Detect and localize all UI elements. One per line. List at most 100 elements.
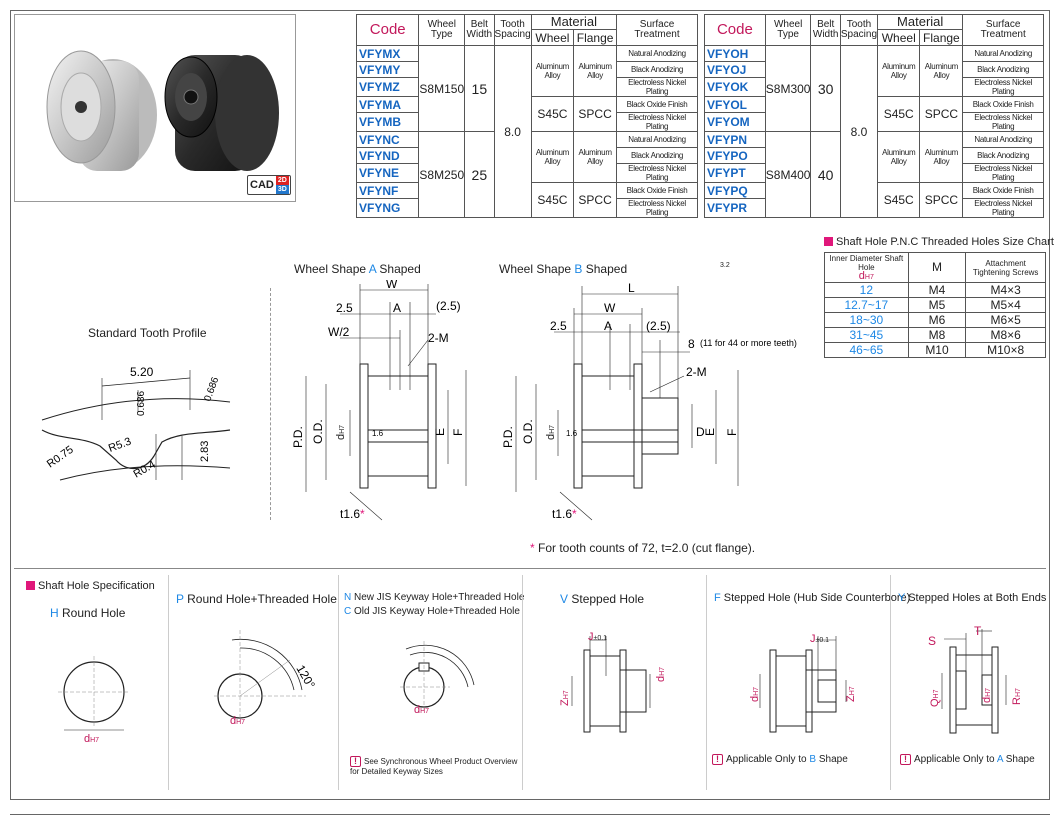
shape-a-drawing: W 2.5 A (2.5) W/2 2-M P.D. O.D. dH7 1.6 …	[291, 280, 467, 521]
code-cell[interactable]: VFYND	[355, 147, 420, 164]
code-cell[interactable]: VFYOK	[704, 77, 766, 97]
dim-f: F	[451, 429, 465, 436]
tooth-profile-title: Standard Tooth Profile	[88, 326, 207, 340]
j-label: J±0.1	[588, 631, 607, 643]
shape-b-title: Wheel Shape B Shaped	[499, 262, 628, 276]
hole-diameter-cell: 12	[824, 282, 909, 298]
code-cell[interactable]: VFYNG	[355, 198, 420, 218]
hole-m-cell: M10	[907, 342, 967, 358]
dim-e: E	[433, 428, 447, 436]
hole-screw-cell: M6×5	[965, 312, 1046, 328]
height-label-2: 0.686	[202, 375, 221, 403]
treatment-cell: Black Anodizing	[962, 147, 1044, 164]
belt-width-cell: 40	[810, 131, 841, 218]
header-surface: Surface Treatment	[616, 14, 698, 46]
code-cell[interactable]: VFYPR	[704, 198, 766, 218]
hole-m-cell: M8	[907, 327, 967, 343]
page-frame	[10, 10, 1050, 800]
d-label: dH7	[84, 733, 99, 745]
hole-screw-cell: M10×8	[965, 342, 1046, 358]
dim-e: E	[703, 428, 717, 436]
code-cell[interactable]: VFYOL	[704, 96, 766, 113]
code-cell[interactable]: VFYOH	[704, 45, 766, 62]
code-cell[interactable]: VFYMX	[355, 45, 420, 62]
wheel-type-cell: S8M400	[764, 131, 812, 218]
dim-t: t1.6*	[552, 507, 577, 521]
code-cell[interactable]: VFYPN	[704, 131, 766, 148]
code-cell[interactable]: VFYPO	[704, 147, 766, 164]
d-label: dH7	[230, 715, 245, 727]
hole-m-cell: M5	[907, 297, 967, 313]
square-bullet-icon	[26, 581, 35, 590]
hole-screw-cell: M4×3	[965, 282, 1046, 298]
hole-chart-title: Shaft Hole P.N.C Threaded Holes Size Cha…	[824, 236, 1054, 248]
dim-8-note: (11 for 44 or more teeth)	[700, 338, 797, 348]
dim-8: 8	[688, 337, 695, 351]
h-round-hole-title: H Round Hole	[50, 606, 126, 620]
hole-m-cell: M6	[907, 312, 967, 328]
radius-label-2: R5.3	[107, 436, 133, 455]
code-cell[interactable]: VFYNE	[355, 163, 420, 183]
flange-material-cell: SPCC	[573, 96, 618, 132]
cad-badge[interactable]: CAD 2D 3D	[247, 175, 291, 195]
dim-d: dH7	[545, 425, 557, 440]
code-cell[interactable]: VFYMA	[355, 96, 420, 113]
code-cell[interactable]: VFYNC	[355, 131, 420, 148]
treatment-cell: Electroless Nickel Plating	[616, 112, 698, 132]
treatment-cell: Natural Anodizing	[962, 131, 1044, 148]
product-photo: CAD 2D 3D	[14, 14, 296, 202]
wheel-material-cell: Aluminum Alloy	[877, 45, 921, 97]
dim-a: A	[393, 301, 401, 315]
treatment-cell: Black Anodizing	[616, 147, 698, 164]
d-label: dH7	[414, 704, 429, 716]
code-cell[interactable]: VFYPQ	[704, 182, 766, 199]
dim-left-25: 2.5	[550, 319, 567, 333]
f-hole-drawing: J±0.1 dH7 ZH7	[749, 633, 857, 733]
code-cell[interactable]: VFYOM	[704, 112, 766, 132]
code-cell[interactable]: VFYMZ	[355, 77, 420, 97]
tooth-spacing-cell: 8.0	[839, 45, 879, 218]
treatment-cell: Black Anodizing	[962, 61, 1044, 78]
header-material: Material	[530, 14, 618, 30]
dim-a: A	[604, 319, 612, 333]
wheel-material-cell: S45C	[877, 96, 921, 132]
info-icon: !	[350, 756, 361, 767]
hole-screw-cell: M8×6	[965, 327, 1046, 343]
flange-material-cell: Aluminum Alloy	[573, 131, 618, 183]
code-cell[interactable]: VFYOJ	[704, 61, 766, 78]
wheel-material-cell: Aluminum Alloy	[530, 131, 575, 183]
wheel-material-cell: Aluminum Alloy	[877, 131, 921, 183]
code-cell[interactable]: VFYPT	[704, 163, 766, 183]
q-label: QH7	[929, 689, 941, 707]
treatment-cell: Electroless Nickel Plating	[616, 163, 698, 183]
code-cell[interactable]: VFYMY	[355, 61, 420, 78]
footnote: * For tooth counts of 72, t=2.0 (cut fla…	[530, 541, 756, 555]
treatment-cell: Black Oxide Finish	[962, 96, 1044, 113]
dim-right-25: (2.5)	[646, 319, 671, 333]
shaft-spec-title: Shaft Hole Specification	[26, 580, 155, 592]
info-icon: !	[712, 754, 723, 765]
treatment-cell: Electroless Nickel Plating	[962, 163, 1044, 183]
code-cell[interactable]: VFYNF	[355, 182, 420, 199]
wheel-material-cell: Aluminum Alloy	[530, 45, 575, 97]
shape-b-drawing: L W 2.5 A (2.5) 8 (11 for 44 or more tee…	[501, 281, 797, 521]
dim-od: O.D.	[311, 419, 325, 444]
info-icon: !	[900, 754, 911, 765]
radius-label-1: R0.75	[45, 444, 76, 471]
flange-material-cell: Aluminum Alloy	[573, 45, 618, 97]
header-code: Code	[704, 14, 766, 46]
n-hole-title: N New JIS Keyway Hole+Threaded Hole	[344, 592, 525, 603]
dim-right-25: (2.5)	[436, 299, 461, 313]
f-hole-title: F Stepped Hole (Hub Side Counterbore)	[714, 592, 911, 604]
p-hole-drawing: 120° dH7	[214, 630, 318, 727]
code-cell[interactable]: VFYMB	[355, 112, 420, 132]
hole-diameter-cell: 46~65	[824, 342, 909, 358]
treatment-cell: Black Anodizing	[616, 61, 698, 78]
